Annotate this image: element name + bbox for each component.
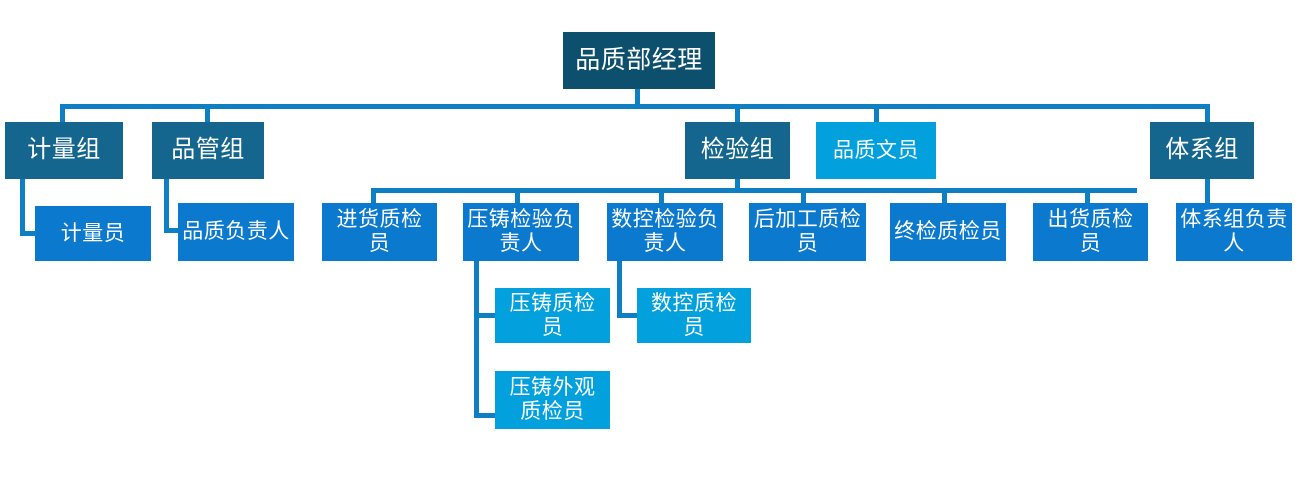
org-node-pinguanzu[interactable]: 品管组 [152, 122, 264, 179]
connector-drop-zhongjian [942, 188, 947, 206]
connector-shukong-branch [617, 313, 642, 318]
org-node-chuhuo[interactable]: 出货质检员 [1033, 203, 1148, 261]
org-node-houjiagong[interactable]: 后加工质检员 [749, 203, 866, 261]
org-node-shukongzhijian[interactable]: 数控质检员 [637, 288, 751, 343]
org-node-jianyanzu[interactable]: 检验组 [685, 122, 790, 179]
org-node-label: 计量组 [27, 137, 101, 164]
connector-shukong-trunk [617, 261, 622, 318]
org-node-jiliangzu[interactable]: 计量组 [5, 122, 123, 179]
connector-drop-houjiagong [801, 188, 806, 206]
org-node-jiliangyuan[interactable]: 计量员 [35, 206, 151, 261]
org-node-jinhuo[interactable]: 进货质检员 [322, 203, 437, 261]
org-node-yazhufuze[interactable]: 压铸检验负责人 [463, 203, 579, 261]
org-node-label: 压铸质检员 [509, 290, 596, 339]
connector-drop-chuhuo [1085, 188, 1090, 206]
org-node-label: 进货质检员 [336, 207, 423, 255]
org-node-root[interactable]: 品质部经理 [563, 32, 715, 89]
org-node-label: 压铸检验负责人 [467, 207, 575, 255]
connector-jianyanzu-stem [735, 179, 740, 192]
connector-jianyanzu-bus [371, 188, 1137, 193]
connector-yazhu-trunk [474, 261, 479, 418]
org-node-label: 压铸外观质检员 [509, 375, 596, 423]
connector-drop-yazhufuze [515, 188, 520, 206]
org-node-label: 终检质检员 [894, 219, 1002, 244]
connector-elbow-pinzhifuze-v [164, 179, 169, 233]
org-node-label: 体系组负责人 [1180, 207, 1288, 255]
org-node-label: 数控检验负责人 [611, 207, 719, 255]
org-node-label: 品质部经理 [575, 46, 703, 74]
connector-level2-bus [60, 104, 1210, 109]
connector-elbow-jiliangyuan-h [20, 231, 40, 236]
connector-drop-tixizu [1205, 104, 1210, 122]
org-node-label: 数控质检员 [651, 290, 737, 339]
connector-drop-pinzhiwenyuan [874, 104, 879, 122]
connector-drop-jinhuo [371, 188, 376, 206]
connector-yazhu-branch1 [474, 313, 500, 318]
connector-root-stem [635, 89, 640, 108]
connector-elbow-jiliangyuan-v [20, 179, 25, 236]
org-node-zhongjian[interactable]: 终检质检员 [890, 203, 1006, 261]
org-node-yazhuwaiguan[interactable]: 压铸外观质检员 [495, 371, 610, 429]
org-node-shukongfuze[interactable]: 数控检验负责人 [607, 203, 723, 261]
connector-drop-shukongfuze [659, 188, 664, 206]
org-node-label: 检验组 [700, 137, 775, 164]
connector-yazhu-branch2 [474, 413, 500, 418]
connector-elbow-pinzhifuze-h [164, 228, 183, 233]
org-node-label: 计量员 [60, 220, 126, 245]
connector-drop-jianyanzu [735, 104, 740, 122]
connector-drop-jiliangzu [60, 104, 65, 122]
connector-drop-pinguanzu [205, 104, 210, 122]
org-node-label: 后加工质检员 [753, 207, 862, 255]
org-node-label: 体系组 [1165, 137, 1239, 164]
org-node-pinzhiwenyuan[interactable]: 品质文员 [816, 122, 936, 179]
org-node-pinzhifuzeren[interactable]: 品质负责人 [178, 203, 294, 261]
org-node-label: 出货质检员 [1047, 207, 1134, 255]
org-node-label: 品质文员 [833, 137, 919, 162]
org-node-yazhuzhijian[interactable]: 压铸质检员 [495, 288, 610, 343]
org-node-tixifuzeren[interactable]: 体系组负责人 [1176, 203, 1292, 261]
org-node-label: 品管组 [171, 137, 245, 164]
org-node-label: 品质负责人 [182, 219, 290, 244]
org-node-tixizu[interactable]: 体系组 [1150, 122, 1254, 179]
